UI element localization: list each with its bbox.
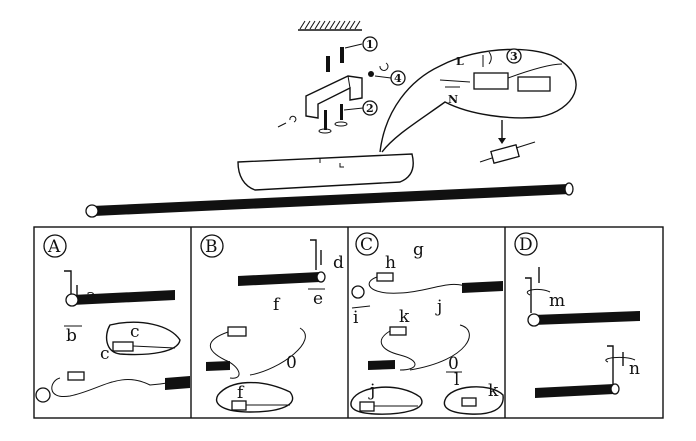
svg-text:n: n [629, 359, 640, 379]
svg-text:c: c [130, 322, 140, 342]
svg-text:L: L [456, 55, 464, 68]
svg-text:a: a [86, 286, 96, 306]
svg-text:g: g [413, 240, 424, 260]
svg-text:0: 0 [286, 353, 297, 373]
panel-d: D m n [514, 232, 640, 398]
svg-text:b: b [66, 326, 77, 346]
svg-text:3: 3 [510, 50, 518, 63]
svg-text:k: k [488, 381, 499, 401]
svg-text:i: i [353, 308, 359, 328]
svg-text:N: N [448, 93, 458, 106]
svg-text:C: C [360, 235, 373, 255]
mounting-bracket [305, 75, 363, 119]
bracket-screws [318, 104, 364, 134]
svg-text:c: c [100, 344, 110, 364]
svg-text:1: 1 [366, 38, 374, 51]
svg-text:d: d [333, 253, 344, 273]
svg-text:4: 4 [394, 72, 402, 85]
svg-text:0: 0 [448, 354, 459, 374]
panel-c: C h g i k j 0 l j k [350, 232, 504, 415]
svg-text:D: D [519, 235, 533, 255]
svg-text:B: B [205, 237, 218, 257]
svg-text:j: j [435, 297, 442, 317]
svg-text:k: k [399, 307, 410, 327]
callout-3: 3 [506, 48, 522, 64]
svg-text:e: e [313, 289, 323, 309]
svg-text:f: f [273, 295, 281, 315]
ceiling-hatch [298, 20, 362, 31]
fluorescent-tube [85, 182, 574, 218]
svg-text:h: h [385, 253, 396, 273]
steps-frame [33, 226, 664, 419]
svg-text:j: j [368, 381, 375, 401]
svg-text:f: f [237, 383, 245, 403]
connector-block [479, 120, 536, 164]
callout-1: 1 [362, 36, 378, 52]
svg-text:m: m [549, 291, 565, 311]
svg-text:l: l [454, 370, 459, 390]
svg-text:2: 2 [366, 102, 374, 115]
wiring-detail-bubble: L N [379, 48, 577, 153]
wall-anchors [326, 43, 363, 72]
callout-2: 2 [362, 100, 378, 116]
panel-a: A a b c c [35, 234, 190, 403]
panel-b: B d e f 0 f [200, 234, 344, 413]
svg-text:A: A [47, 237, 61, 257]
nut-washer [277, 62, 392, 128]
light-housing [237, 153, 414, 191]
callout-4: 4 [390, 70, 406, 86]
